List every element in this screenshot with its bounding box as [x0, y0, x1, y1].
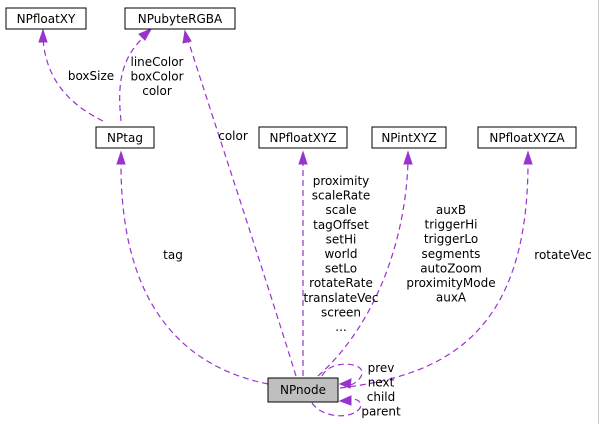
edge-label-line: boxColor	[130, 70, 183, 84]
edge-label-line: next	[368, 376, 395, 390]
edge-label-line: auxA	[436, 291, 467, 305]
edge-intxyz-to-node	[317, 161, 409, 377]
edge-label-line: tag	[163, 248, 183, 262]
arrowhead-self-top	[338, 378, 352, 389]
edge-label-line: segments	[422, 247, 481, 261]
node-npubytergba-label: NPubyteRGBA	[138, 12, 223, 26]
edge-label-line: color	[142, 84, 172, 98]
edge-label-line: setLo	[325, 262, 357, 276]
edge-label-line: color	[218, 129, 248, 143]
edge-label-line: proximity	[313, 174, 370, 188]
arrowhead-self-bottom	[338, 395, 352, 406]
node-npnode[interactable]: NPnode	[267, 377, 339, 403]
node-npubytergba[interactable]: NPubyteRGBA	[124, 7, 236, 30]
node-nptag[interactable]: NPtag	[95, 126, 155, 149]
node-npfloatxy[interactable]: NPfloatXY	[5, 7, 87, 30]
arrowhead-rgba-tag	[138, 27, 153, 41]
node-npfloatxyz-label: NPfloatXYZ	[270, 131, 337, 145]
node-npfloatxyza-label: NPfloatXYZA	[489, 131, 565, 145]
edge-label-line: triggerLo	[424, 232, 478, 246]
edge-label-line: parent	[361, 405, 401, 419]
edge-label-line: ...	[335, 320, 346, 334]
arrowhead-floatxyza	[523, 150, 533, 165]
label-boxsize: boxSize	[68, 69, 114, 83]
edge-tag-to-node	[120, 159, 269, 385]
edge-label-line: rotateRate	[309, 276, 373, 290]
node-npnode-label: NPnode	[280, 383, 326, 397]
arrowhead-floatxy	[38, 28, 48, 43]
edge-label-line: translateVec	[304, 291, 379, 305]
edge-label-line: scale	[326, 203, 357, 217]
node-npfloatxyz[interactable]: NPfloatXYZ	[258, 126, 348, 149]
edge-label-line: world	[324, 247, 357, 261]
edges	[38, 27, 533, 417]
edge-self-bottom	[311, 398, 362, 417]
edge-label-line: tagOffset	[313, 218, 369, 232]
node-npintxyz[interactable]: NPintXYZ	[371, 126, 447, 149]
edge-label-line: prev	[368, 361, 395, 375]
edge-label-line: scaleRate	[312, 189, 370, 203]
edge-label-line: setHi	[326, 232, 357, 246]
edge-rgba-to-node	[187, 39, 297, 377]
edge-label-line: lineColor	[131, 55, 184, 69]
edge-label-line: child	[367, 390, 396, 404]
arrowhead-floatxyz	[298, 150, 308, 165]
label-tag: tag	[163, 248, 183, 262]
edge-rgba-to-tag	[119, 35, 146, 122]
edge-label-line: auxB	[436, 203, 466, 217]
edge-label-line: rotateVec	[534, 248, 591, 262]
node-npfloatxy-label: NPfloatXY	[17, 12, 76, 26]
arrowhead-tag	[116, 150, 126, 165]
edge-self-top	[321, 363, 363, 386]
arrowhead-rgba-node	[182, 29, 192, 44]
label-floatxyza: rotateVec	[534, 248, 591, 262]
edge-label-line: autoZoom	[420, 261, 482, 275]
node-npintxyz-label: NPintXYZ	[381, 131, 436, 145]
edge-label-line: screen	[321, 305, 361, 319]
edge-label-line: boxSize	[68, 69, 114, 83]
edge-label-line: triggerHi	[425, 218, 478, 232]
edge-floatxyza-to-node	[339, 161, 529, 389]
label-rgba-node: color	[218, 129, 248, 143]
edge-label-line: proximityMode	[406, 276, 495, 290]
arrowhead-intxyz	[403, 150, 413, 165]
node-npfloatxyza[interactable]: NPfloatXYZA	[477, 126, 577, 149]
node-nptag-label: NPtag	[107, 131, 143, 145]
edge-floatxy-to-tag	[42, 37, 104, 122]
